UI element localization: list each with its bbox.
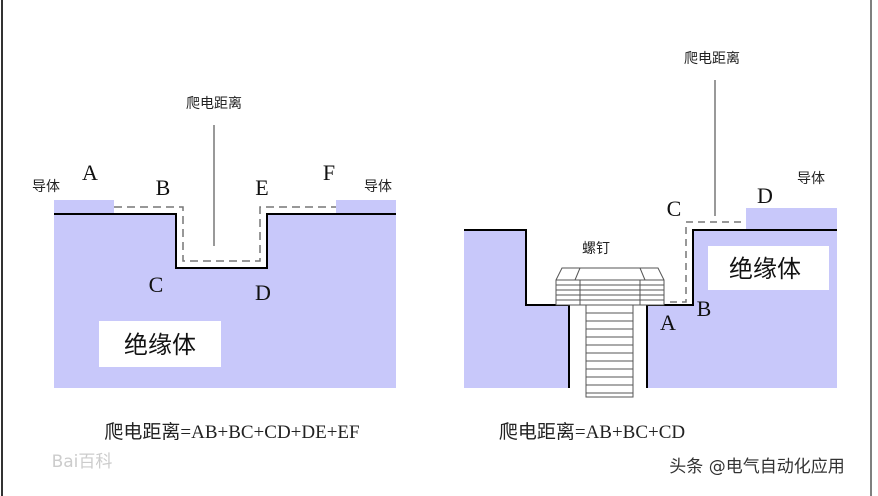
left-insulator-label: 绝缘体 [124,331,196,359]
right-insulator-left-block [464,230,569,388]
screw-shank [585,304,634,398]
left-formula: 爬电距离=AB+BC+CD+DE+EF [104,421,359,443]
screw-head [555,267,665,306]
right-left-outline [464,229,570,388]
right-callout-label: 爬电距离 [684,50,740,67]
right-panel: 爬电距离 导体 螺钉 A B C D 绝缘体 爬电距离=AB+BC+CD 头条 … [464,50,845,477]
baidu-watermark: Bai百科 [52,452,113,472]
left-conductor-f [336,200,396,214]
left-surface-outline [54,213,396,269]
right-point-b: B [697,296,712,321]
point-c: C [149,272,164,297]
right-formula: 爬电距离=AB+BC+CD [499,421,685,443]
toutiao-watermark: 头条 @电气自动化应用 [669,457,844,477]
right-point-d: D [757,183,773,208]
screw [555,267,665,398]
right-point-a: A [660,310,676,335]
left-insulator-label-box [99,321,221,367]
right-conductor-label: 导体 [364,179,392,195]
right-right-outline [646,229,837,388]
point-d: D [255,280,271,305]
right-insulator-label-box [708,246,829,290]
point-b: B [156,175,171,200]
screw-label: 螺钉 [582,241,610,257]
left-conductor-a [54,200,114,214]
point-e: E [255,175,268,200]
right-conductor-label: 导体 [797,171,825,187]
right-point-c: C [667,196,682,221]
right-insulator-label: 绝缘体 [729,255,801,283]
left-callout-label: 爬电距离 [186,95,242,112]
left-conductor-label: 导体 [32,179,60,195]
right-conductor [746,208,837,230]
point-a: A [82,160,98,185]
left-creepage-path [114,206,336,262]
left-panel: 爬电距离 导体 导体 A B C D E F 绝缘体 爬电距离=AB+BC+CD… [32,95,396,472]
right-creepage-path [670,221,746,303]
point-f: F [323,160,335,185]
